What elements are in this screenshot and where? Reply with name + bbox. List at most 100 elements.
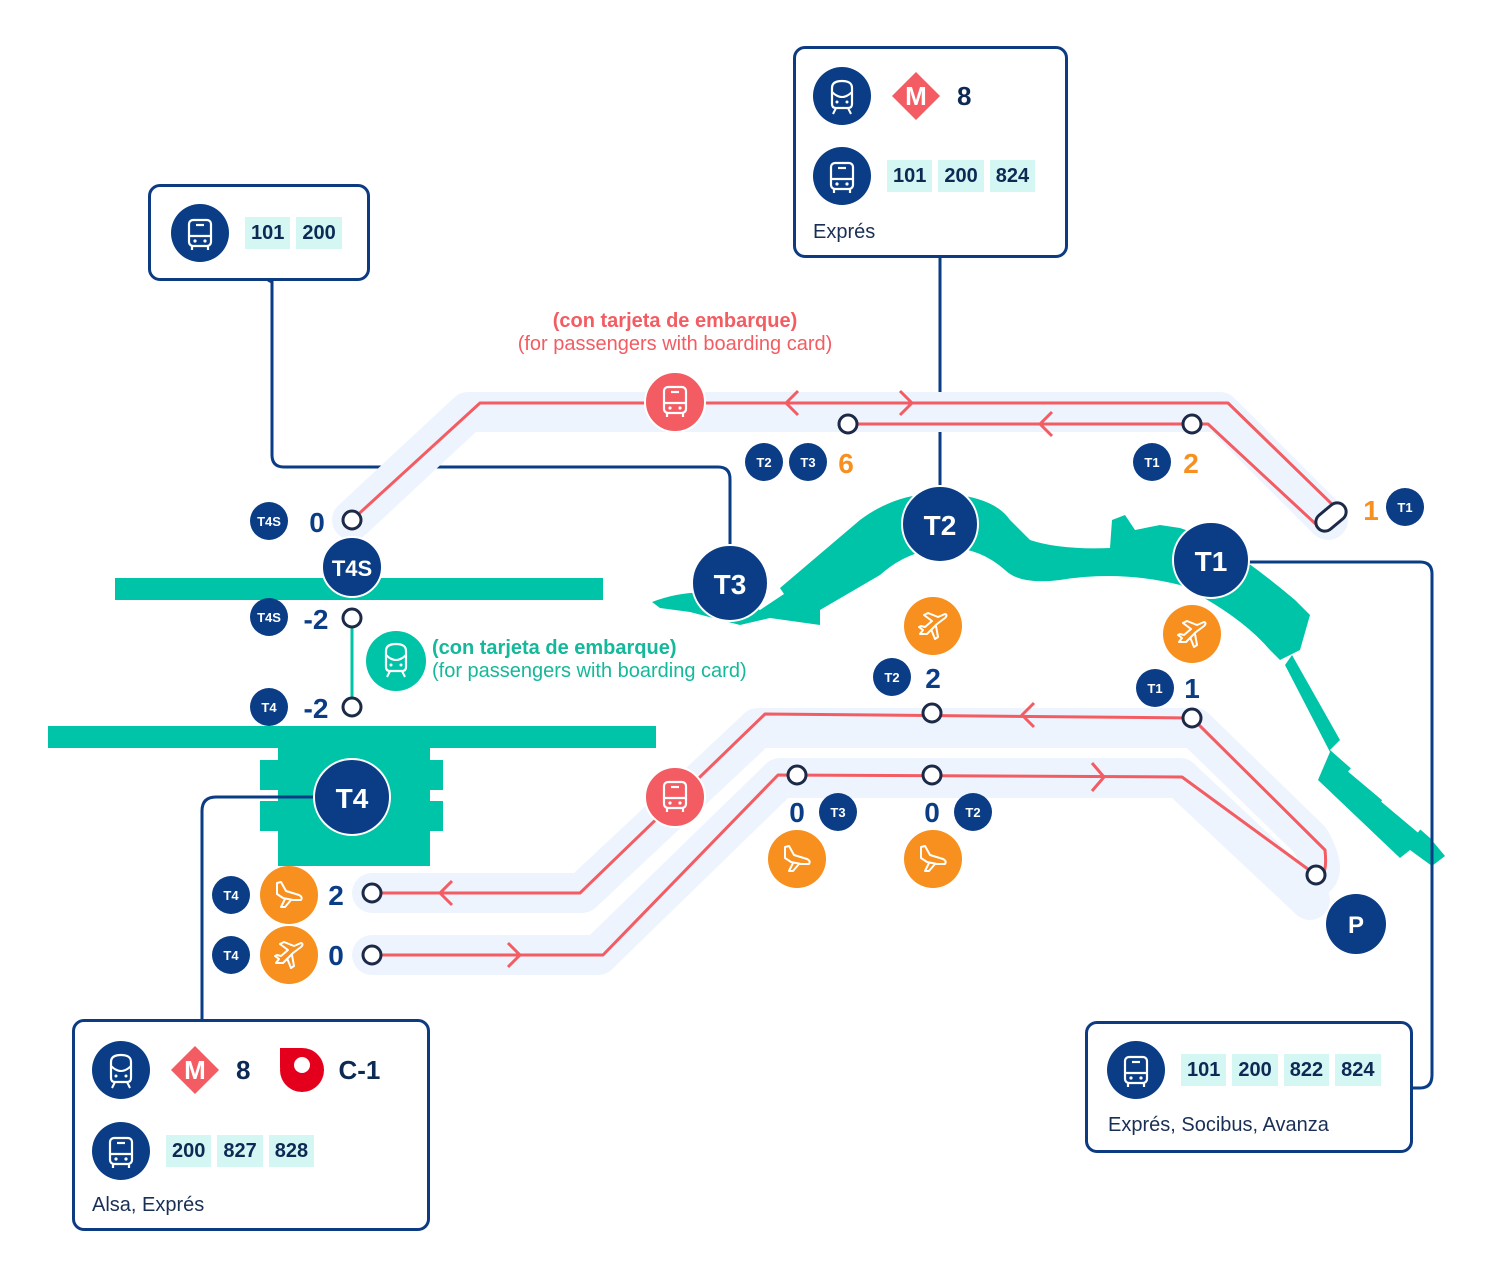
terminal-t4[interactable]: T4: [313, 758, 391, 836]
svg-text:1: 1: [1363, 495, 1379, 526]
terminal-t4s[interactable]: T4S: [321, 536, 383, 598]
stop-parking[interactable]: [1305, 864, 1327, 886]
t2-bus-row: 101 200 824: [813, 147, 1041, 205]
terminal-label: T4S: [332, 556, 372, 581]
connector-lines: [200, 257, 1434, 1090]
stop-label-t4-2: T4 2: [212, 876, 344, 914]
terminal-t3[interactable]: T3: [691, 544, 769, 622]
svg-text:T1: T1: [1147, 681, 1162, 696]
bus-shuttle-note: (con tarjeta de embarque) (for passenger…: [470, 310, 880, 356]
t1-pier: [1285, 655, 1445, 866]
bus-line-chip: 200: [296, 217, 342, 249]
svg-text:T4S: T4S: [257, 610, 281, 625]
upper-route-outer: [350, 401, 1342, 522]
arrow-left-icon: [784, 389, 800, 417]
train-icon: [813, 67, 871, 125]
parking-marker[interactable]: P: [1326, 894, 1386, 954]
svg-text:T2: T2: [965, 805, 980, 820]
terminal-t2[interactable]: T2: [901, 485, 979, 563]
svg-text:0: 0: [924, 797, 940, 828]
metro-line-number: 8: [957, 80, 972, 111]
terminal-label: T2: [924, 510, 957, 541]
stop-t1-2[interactable]: [1181, 413, 1203, 435]
stop-t1-1[interactable]: [1181, 707, 1203, 729]
bus-line-chip: 200: [938, 160, 984, 192]
bus-line-chip: 200: [1232, 1054, 1278, 1086]
arrow-left-icon: [1038, 410, 1054, 438]
rodalies-line: C-1: [338, 1054, 381, 1085]
terminal-t1[interactable]: T1: [1172, 521, 1250, 599]
stop-t3-0[interactable]: [786, 764, 808, 786]
stop-label-t1-1-upper: 1 T1: [1363, 488, 1424, 526]
t4-connector: [200, 795, 352, 1020]
bus-line-chip: 827: [217, 1135, 263, 1167]
svg-text:6: 6: [838, 448, 854, 479]
stop-label-t1-2: T1 2: [1133, 443, 1199, 481]
svg-text:0: 0: [309, 507, 325, 538]
t1-transport-box: 101 200 822 824 Exprés, Socibus, Avanza: [1085, 1021, 1413, 1153]
upper-route-inner: [848, 422, 1322, 530]
train-shuttle-icon: [366, 631, 426, 691]
t4-transport-box: M 8 C-1 200 827 828 Alsa, Exprés: [72, 1019, 430, 1231]
t4-operators: Alsa, Exprés: [92, 1194, 205, 1216]
stop-t2-t3-6[interactable]: [837, 413, 859, 435]
stop-t1-1-upper[interactable]: [1312, 499, 1350, 535]
bus-line-chip: 828: [268, 1135, 315, 1167]
t3-bus-row: 101 200: [171, 204, 348, 262]
stop-label-t2-t3-6: T2 T3 6: [745, 443, 854, 481]
bus-line-chip: 101: [887, 160, 933, 192]
terminal-label: T1: [1195, 546, 1228, 577]
svg-text:-2: -2: [304, 604, 329, 635]
metro-badge: M: [170, 1045, 220, 1095]
stop-t2-2[interactable]: [921, 702, 943, 724]
t1-connector: [1212, 560, 1434, 1090]
svg-text:T4: T4: [261, 700, 277, 715]
svg-text:1: 1: [1184, 673, 1200, 704]
svg-text:T2: T2: [884, 670, 899, 685]
stop-label-t4s-0: T4S 0: [250, 502, 325, 540]
metro-line-number: 8: [236, 1054, 251, 1085]
terminal-label: T4: [336, 783, 369, 814]
svg-text:T3: T3: [830, 805, 845, 820]
bus-line-chip: 200: [166, 1135, 212, 1167]
bus-shuttle-icon: [644, 371, 706, 433]
departures-icon: [904, 597, 962, 655]
svg-text:2: 2: [1183, 448, 1199, 479]
stop-t4s-minus2[interactable]: [341, 607, 363, 629]
bus-line-chip: 824: [1335, 1054, 1381, 1086]
stop-t2-0[interactable]: [921, 764, 943, 786]
svg-text:T4: T4: [223, 888, 239, 903]
rodalies-icon: [280, 1048, 325, 1092]
stop-label-t4-minus2: T4 -2: [250, 688, 328, 726]
stop-label-t4-0: T4 0: [212, 936, 344, 974]
bus-line-chip: 822: [1283, 1054, 1330, 1086]
stop-label-t2-0: 0 T2: [924, 793, 992, 831]
parking-label: P: [1348, 912, 1364, 939]
arrivals-icon: [904, 830, 962, 888]
stop-t4-minus2[interactable]: [341, 696, 363, 718]
train-shuttle-note: (con tarjeta de embarque) (for passenger…: [432, 637, 747, 683]
stop-t4-0[interactable]: [361, 944, 383, 966]
svg-text:T3: T3: [800, 455, 815, 470]
bus-line-chip: 101: [1181, 1054, 1227, 1086]
svg-text:T1: T1: [1397, 500, 1412, 515]
svg-text:-2: -2: [304, 693, 329, 724]
arrow-left-icon: [438, 879, 454, 907]
bus-shuttle-icon: [644, 766, 706, 828]
t1-operators: Exprés, Socibus, Avanza: [1108, 1114, 1329, 1136]
route-halos: [332, 392, 1348, 975]
arrow-right-icon: [1090, 762, 1106, 792]
train-shuttle-note-es: (con tarjeta de embarque): [432, 637, 677, 659]
t4-building-bar: [48, 726, 656, 748]
bus-shuttle-note-es: (con tarjeta de embarque): [552, 310, 798, 332]
t2-operators: Exprés: [813, 221, 876, 243]
bus-shuttle-note-en: (for passengers with boarding card): [517, 333, 833, 355]
svg-text:0: 0: [789, 797, 805, 828]
arrivals-icon: [768, 830, 826, 888]
metro-badge: M: [891, 71, 941, 121]
arrow-right-icon: [898, 389, 914, 417]
stop-t4-2[interactable]: [361, 882, 383, 904]
stop-t4s-0[interactable]: [341, 509, 363, 531]
terminal-label: T3: [714, 569, 747, 600]
stop-label-t1-1: T1 1: [1136, 669, 1200, 707]
